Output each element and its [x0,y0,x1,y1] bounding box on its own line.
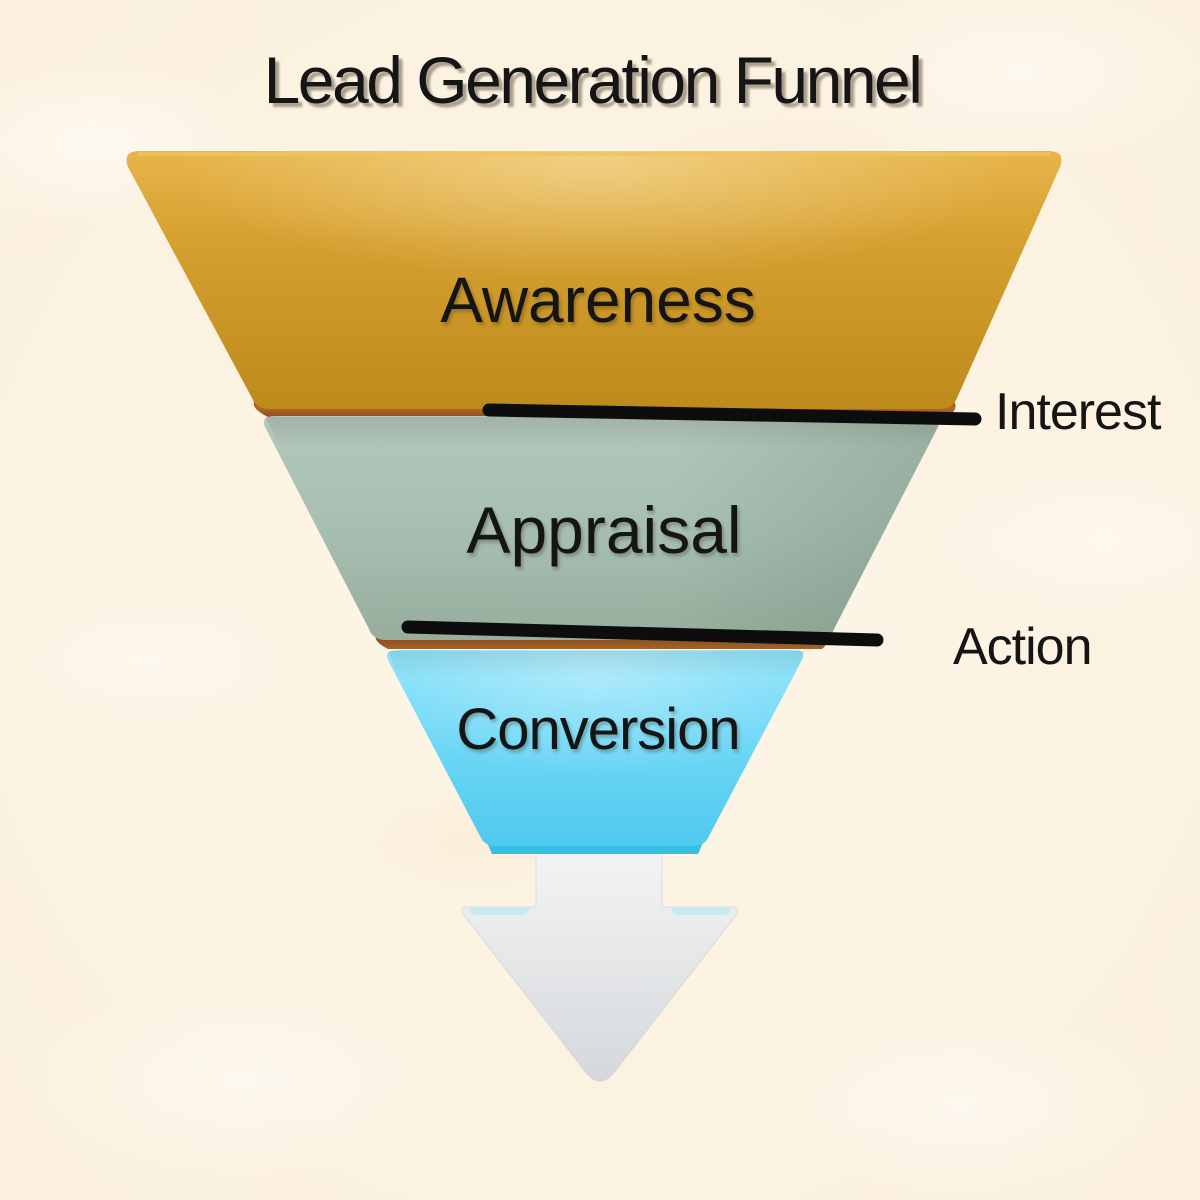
arrow-wing-reflection-right [670,908,732,915]
action-divider-line [401,620,884,647]
side-label-action: Action [953,618,1093,676]
stage-label-awareness: Awareness [440,264,756,336]
arrow-wing-reflection-left [468,908,530,915]
stage-awareness-gloss [126,151,1062,409]
interest-divider-line [482,403,982,426]
down-arrow-icon [461,839,738,1082]
conversion-top-shadow [388,651,805,678]
stage-appraisal-side-shade [263,416,940,640]
side-label-interest: Interest [995,383,1161,441]
stage-label-conversion: Conversion [456,697,740,762]
diagram-title: Lead Generation Funnel [263,43,923,117]
stage-label-appraisal: Appraisal [466,493,742,567]
stage-conversion-gloss [386,650,804,846]
appraisal-top-shadow [265,417,941,449]
